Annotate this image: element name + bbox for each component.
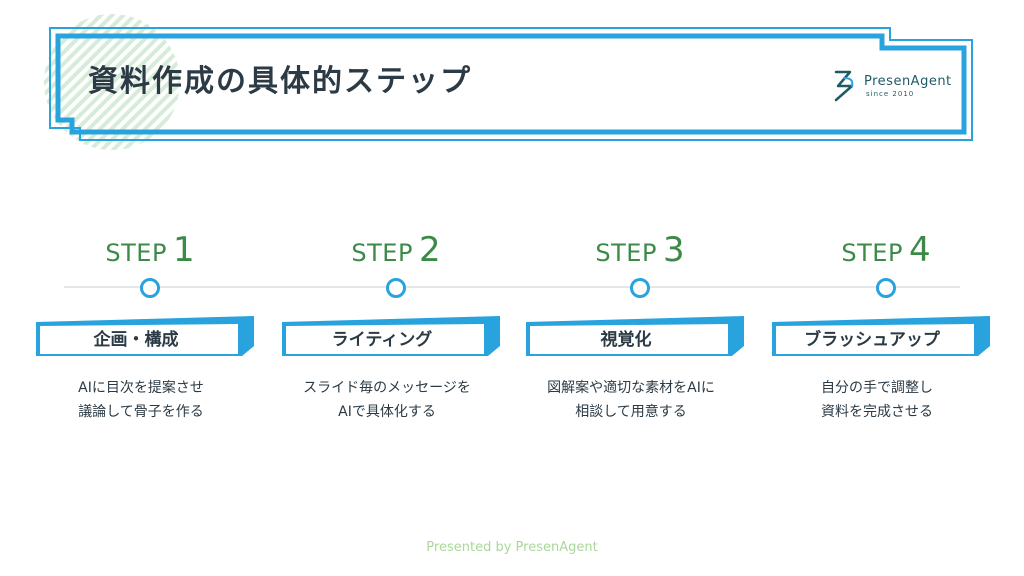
step-tag-label: ライティング [331,330,433,350]
step-description: 自分の手で調整し 資料を完成させる [766,376,988,424]
tag-banner [772,316,990,356]
step-desc-line: 自分の手で調整し [821,380,933,396]
step-word: STEP [105,239,167,267]
step-tag: 企画・構成 [30,316,258,362]
step-number: 3 [662,230,685,270]
timeline-dot [630,278,650,298]
step-description: スライド毎のメッセージを AIで具体化する [276,376,498,424]
step-number: 4 [908,230,931,270]
step-tag: 視覚化 [520,316,748,362]
striped-circle-decoration [44,14,180,150]
logo-mark-icon [834,70,854,102]
footer-credit: Presented by PresenAgent [426,540,598,555]
step-description: 図解案や適切な素材をAIに 相談して用意する [520,376,742,424]
step-desc-line: 議論して骨子を作る [78,404,204,420]
step-desc-line: 図解案や適切な素材をAIに [547,380,715,396]
step-number: 1 [172,230,195,270]
timeline-dot [140,278,160,298]
step-word: STEP [841,239,903,267]
tag-banner [282,316,500,356]
outer-frame [49,27,973,141]
step-tag-label: 視覚化 [600,330,652,350]
step-word: STEP [351,239,413,267]
step-desc-line: AIで具体化する [338,404,436,420]
step-tag: ブラッシュアップ [766,316,994,362]
logo-name: PresenAgent [864,74,952,89]
tag-banner [36,316,254,356]
step-tag-label: ブラッシュアップ [804,330,940,350]
step-word: STEP [595,239,657,267]
step-desc-line: 相談して用意する [575,404,687,420]
step-tag: ライティング [276,316,504,362]
step-description: AIに目次を提案させ 議論して骨子を作る [30,376,252,424]
step-desc-line: スライド毎のメッセージを [303,380,471,396]
brand-logo: PresenAgent since 2010 [830,68,960,108]
timeline-dot [386,278,406,298]
timeline-line [64,286,960,288]
page-title: 資料作成の具体的ステップ [88,64,472,99]
inner-frame [55,33,967,135]
tag-banner [526,316,744,356]
timeline-dot [876,278,896,298]
header-frame [44,14,973,150]
step-desc-line: AIに目次を提案させ [78,380,204,396]
logo-since: since 2010 [866,90,915,98]
step-tag-label: 企画・構成 [93,330,179,350]
step-number: 2 [418,230,441,270]
step-desc-line: 資料を完成させる [821,404,933,420]
